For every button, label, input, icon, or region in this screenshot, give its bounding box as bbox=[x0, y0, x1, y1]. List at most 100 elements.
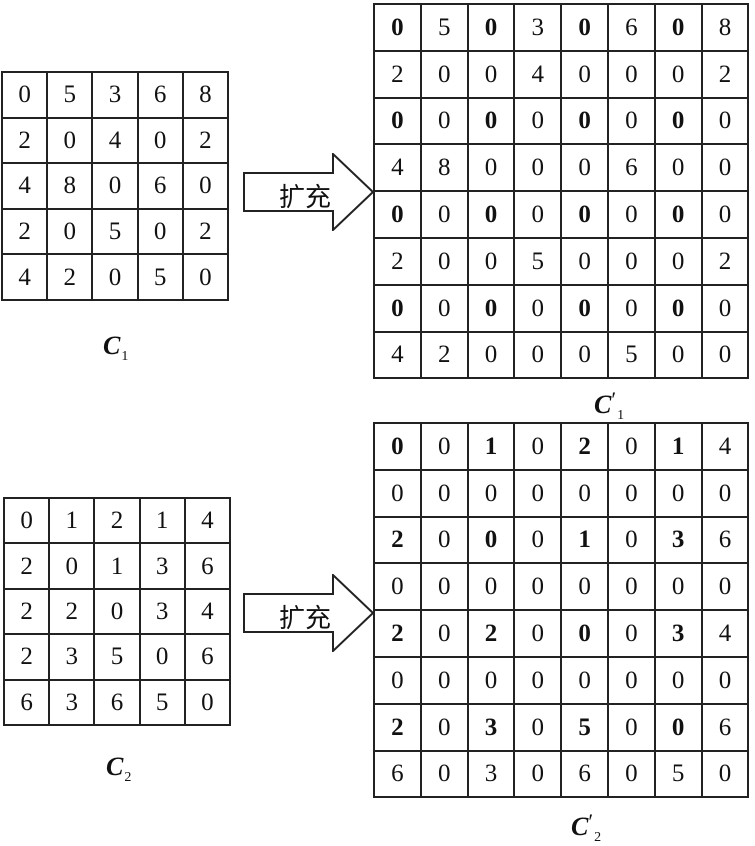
matrix-cell: 6 bbox=[373, 749, 422, 799]
matrix-cell: 2 bbox=[373, 49, 422, 99]
matrix-c2-prime-caption: C′2 bbox=[571, 809, 601, 846]
matrix-cell: 4 bbox=[700, 609, 750, 658]
matrix-cell: 0 bbox=[560, 143, 609, 193]
matrix-cell: 0 bbox=[48, 542, 96, 590]
expand-arrow-2-icon bbox=[243, 574, 375, 652]
matrix-cell: 0 bbox=[466, 49, 516, 99]
matrix-c1-prime-caption: C′1 bbox=[594, 387, 624, 424]
matrix-cell: 5 bbox=[419, 3, 469, 52]
matrix-cell: 0 bbox=[606, 422, 656, 471]
matrix-cell: 0 bbox=[373, 422, 422, 471]
matrix-cell: 0 bbox=[560, 609, 609, 658]
expand-arrow-2-label: 扩充 bbox=[278, 604, 331, 633]
caption-subscript: 2 bbox=[124, 770, 132, 785]
matrix-cell: 2 bbox=[48, 587, 96, 636]
matrix-cell: 5 bbox=[653, 749, 703, 799]
matrix-cell: 5 bbox=[560, 702, 609, 752]
caption-symbol: C bbox=[594, 390, 612, 419]
matrix-cell: 3 bbox=[48, 633, 96, 681]
matrix-cell: 2 bbox=[700, 236, 750, 286]
matrix-cell: 0 bbox=[653, 468, 703, 518]
matrix-cell: 0 bbox=[653, 283, 703, 333]
matrix-cell: 0 bbox=[46, 207, 94, 256]
matrix-cell: 2 bbox=[0, 207, 49, 256]
matrix-cell: 6 bbox=[93, 678, 141, 726]
matrix-cell: 0 bbox=[560, 283, 609, 333]
matrix-cell: 0 bbox=[138, 633, 186, 681]
matrix-cell: 0 bbox=[700, 655, 750, 705]
matrix-cell: 2 bbox=[466, 609, 516, 658]
matrix-cell: 5 bbox=[136, 253, 184, 301]
matrix-cell: 0 bbox=[91, 253, 139, 301]
matrix-cell: 2 bbox=[373, 236, 422, 286]
matrix-cell: 0 bbox=[606, 49, 656, 99]
matrix-cell: 0 bbox=[653, 330, 703, 380]
matrix-cell: 1 bbox=[93, 542, 141, 590]
matrix-cell: 0 bbox=[91, 162, 139, 210]
matrix-cell: 0 bbox=[466, 190, 516, 239]
matrix-cell: 1 bbox=[560, 515, 609, 565]
matrix-cell: 0 bbox=[513, 422, 563, 471]
caption-symbol: C bbox=[103, 331, 121, 360]
matrix-cell: 0 bbox=[513, 330, 563, 380]
matrix-cell: 0 bbox=[560, 562, 609, 612]
matrix-cell: 0 bbox=[606, 655, 656, 705]
matrix-cell: 3 bbox=[138, 587, 186, 636]
matrix-cell: 0 bbox=[560, 655, 609, 705]
matrix-cell: 0 bbox=[513, 468, 563, 518]
matrix-cell: 6 bbox=[136, 71, 184, 119]
matrix-cell: 6 bbox=[606, 3, 656, 52]
matrix-cell: 2 bbox=[700, 49, 750, 99]
matrix-cell: 0 bbox=[700, 330, 750, 380]
matrix-cell: 0 bbox=[466, 468, 516, 518]
matrix-cell: 4 bbox=[183, 587, 231, 636]
caption-subscript: 1 bbox=[121, 349, 129, 364]
matrix-cell: 0 bbox=[653, 236, 703, 286]
matrix-cell: 6 bbox=[700, 702, 750, 752]
matrix-cell: 0 bbox=[513, 283, 563, 333]
caption-prime: ′ bbox=[588, 809, 594, 834]
matrix-cell: 3 bbox=[466, 702, 516, 752]
matrix-cell: 0 bbox=[373, 190, 422, 239]
matrix-cell: 4 bbox=[373, 330, 422, 380]
matrix-cell: 0 bbox=[183, 678, 231, 726]
matrix-cell: 0 bbox=[373, 3, 422, 52]
matrix-cell: 0 bbox=[136, 116, 184, 165]
matrix-cell: 0 bbox=[373, 655, 422, 705]
matrix-cell: 2 bbox=[181, 116, 229, 165]
matrix-cell: 4 bbox=[373, 143, 422, 193]
expand-arrow-1-label: 扩充 bbox=[278, 183, 331, 212]
matrix-cell: 0 bbox=[466, 515, 516, 565]
matrix-cell: 0 bbox=[373, 283, 422, 333]
matrix-cell: 0 bbox=[606, 749, 656, 799]
matrix-cell: 2 bbox=[2, 542, 51, 590]
matrix-cell: 0 bbox=[560, 468, 609, 518]
matrix-cell: 0 bbox=[653, 655, 703, 705]
caption-subscript: 1 bbox=[617, 408, 625, 423]
matrix-cell: 0 bbox=[513, 515, 563, 565]
matrix-cell: 2 bbox=[373, 515, 422, 565]
caption-symbol: C bbox=[571, 812, 589, 841]
matrix-cell: 0 bbox=[606, 562, 656, 612]
matrix-cell: 0 bbox=[466, 655, 516, 705]
matrix-cell: 5 bbox=[513, 236, 563, 286]
matrix-cell: 6 bbox=[183, 542, 231, 590]
matrix-cell: 1 bbox=[138, 496, 186, 545]
matrix-cell: 0 bbox=[136, 207, 184, 256]
matrix-cell: 8 bbox=[181, 71, 229, 119]
matrix-cell: 0 bbox=[419, 96, 469, 146]
